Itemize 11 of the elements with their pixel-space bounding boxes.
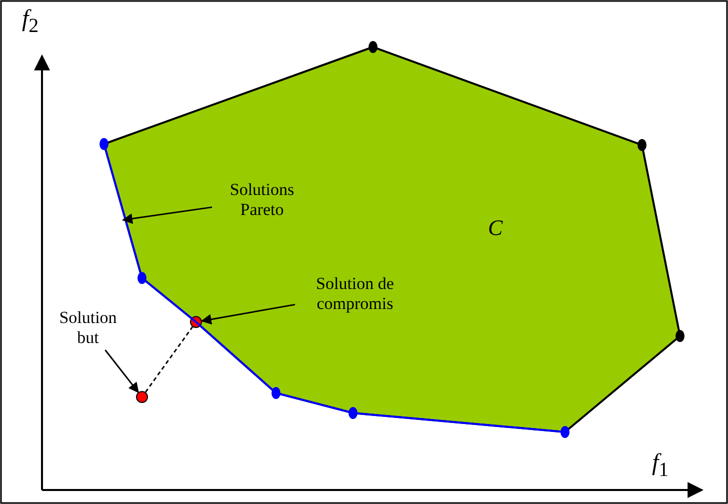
dashed-connector [144, 326, 194, 393]
leader-line [104, 350, 139, 394]
axis-label: f$_{1}$ [652, 449, 669, 483]
leader-line [200, 304, 296, 324]
annotation-text: Solution but [58, 308, 118, 348]
leader-line [122, 206, 212, 224]
annotation-text: Solution de compromis [315, 274, 395, 314]
point-marker [136, 391, 148, 403]
region-label: C [488, 218, 503, 238]
axis-label: f$_{2}$ [22, 5, 39, 39]
annotation-text: Solutions Pareto [228, 180, 296, 220]
